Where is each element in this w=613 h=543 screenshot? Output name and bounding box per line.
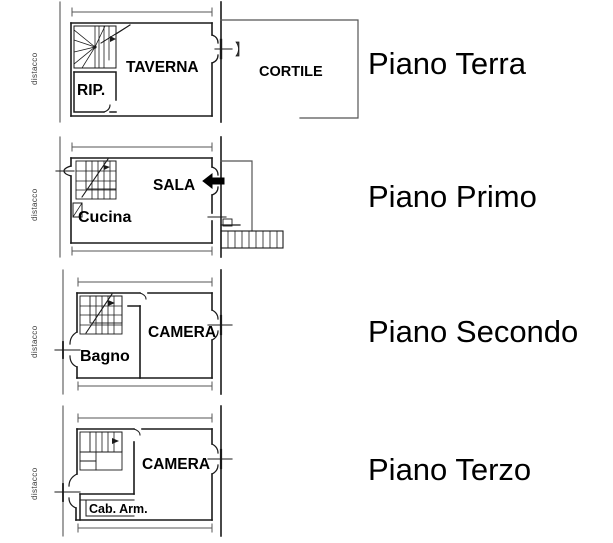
landing-outline	[220, 160, 253, 232]
bottom-dimension-ticks	[77, 523, 213, 533]
room-label-taverna: TAVERNA	[126, 59, 199, 76]
door-jamb-upper	[211, 166, 219, 176]
cortile-outline	[220, 19, 359, 119]
plan-drawing-piano-terra: TAVERNA RIP. CORTILE	[59, 1, 359, 123]
plan-drawing-piano-terzo: CAMERA Cab. Arm.	[54, 405, 233, 537]
window-left-icon	[54, 341, 81, 359]
window-jamb-r-upper	[211, 309, 219, 320]
room-label-camera: CAMERA	[148, 324, 216, 341]
door-jamb-lower	[211, 186, 219, 196]
floor-block-piano-secondo: distacco	[0, 266, 613, 401]
interior-staircase-icon	[79, 293, 123, 335]
floor-block-piano-terzo: distacco	[0, 402, 613, 543]
window-left-icon	[55, 165, 75, 177]
window-right-icon	[207, 314, 233, 336]
rip-door-swing	[103, 104, 111, 113]
window-jamb-r-lower	[211, 464, 219, 475]
window-right-icon	[207, 448, 233, 470]
room-label-camera: CAMERA	[142, 456, 210, 473]
door-leaf-icon	[235, 41, 240, 57]
exterior-staircase-icon	[220, 218, 284, 249]
top-door-jamb	[139, 292, 147, 300]
bottom-dimension-ticks	[71, 246, 213, 256]
interior-staircase-icon	[79, 431, 123, 471]
window-jamb-upper	[69, 331, 78, 345]
winder-staircase-icon	[73, 24, 131, 69]
window-jamb-r-upper	[211, 443, 219, 454]
rip-room-wall	[73, 71, 117, 101]
room-label-rip: RIP.	[77, 82, 105, 99]
bottom-dimension-ticks	[77, 381, 213, 391]
floor-title-piano-terzo: Piano Terzo	[368, 452, 532, 487]
window-jamb-r-lower	[211, 330, 219, 341]
plan-drawing-piano-secondo: Bagno CAMERA	[54, 269, 233, 395]
floor-title-piano-terra: Piano Terra	[368, 46, 526, 81]
flue-duct-icon	[72, 202, 83, 218]
top-dimension-ticks	[77, 413, 213, 423]
room-label-cab-arm: Cab. Arm.	[89, 502, 148, 516]
closet-inner-outline	[85, 499, 135, 517]
top-dimension-ticks	[77, 277, 213, 287]
floor-title-piano-primo: Piano Primo	[368, 179, 537, 214]
room-label-sala: SALA	[153, 177, 195, 194]
entrance-arrow-icon	[202, 172, 225, 190]
room-label-cucina: Cucina	[78, 209, 131, 226]
room-label-cortile: CORTILE	[259, 64, 323, 80]
floor-title-piano-secondo: Piano Secondo	[368, 314, 579, 349]
floor-block-piano-primo: distacco	[0, 133, 613, 263]
room-label-bagno: Bagno	[80, 348, 130, 365]
window-jamb-upper	[68, 473, 78, 487]
top-door-jamb	[133, 428, 141, 436]
door-jamb-upper	[211, 34, 219, 44]
top-dimension-ticks	[71, 7, 213, 17]
window-jamb-lower	[69, 355, 78, 368]
window-left-icon	[54, 483, 81, 502]
floor-block-piano-terra: distacco	[0, 0, 613, 130]
door-jamb-lower	[211, 54, 219, 64]
rip-room-wall-left	[73, 71, 105, 113]
plan-drawing-piano-primo: SALA Cucina	[55, 136, 284, 258]
window-jamb-lower	[68, 497, 77, 509]
top-dimension-ticks	[71, 142, 213, 152]
interior-staircase-icon	[75, 158, 117, 200]
